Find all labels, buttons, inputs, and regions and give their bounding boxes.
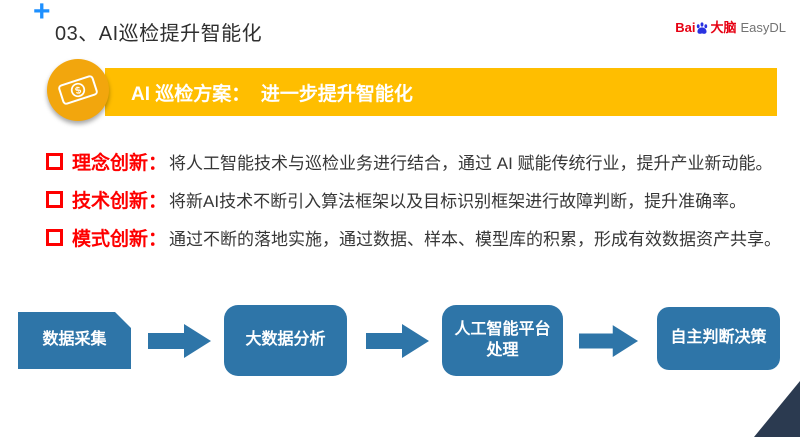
section-banner: AI 巡检方案： 进一步提升智能化 xyxy=(105,68,777,116)
flow-step-autonomous-decision: 自主判断决策 xyxy=(657,307,780,370)
flow-step-label: 数据采集 xyxy=(42,331,107,349)
bullet-label: 技术创新： xyxy=(72,191,168,212)
right-arrow-icon xyxy=(366,324,429,358)
dollar-glyph: $ xyxy=(74,85,83,97)
bullet-label: 理念创新： xyxy=(72,153,168,174)
flow-step-label: 大数据分析 xyxy=(245,331,326,349)
page-title: 03、AI巡检提升智能化 xyxy=(55,23,263,45)
flow-step-label: 自主判断决策 xyxy=(670,329,767,347)
bullet-text: 将新AI技术不断引入算法框架以及目标识别框架进行故障判断，提升准确率。 xyxy=(169,192,747,211)
money-banknote-icon: $ xyxy=(58,75,98,105)
corner-triangle-decoration xyxy=(754,381,800,437)
banner-circle-badge: $ xyxy=(47,59,109,121)
section-banner-title: AI 巡检方案： 进一步提升智能化 xyxy=(131,83,413,105)
baidu-easydl-logo: Bai 大脑 EasyDL xyxy=(675,21,786,35)
plus-icon: + xyxy=(33,0,51,28)
baidu-paw-icon xyxy=(695,21,709,35)
bullet-row-concept: 理念创新： 将人工智能技术与巡检业务进行结合，通过 AI 赋能传统行业，提升产业… xyxy=(46,148,773,175)
bullet-row-technology: 技术创新： 将新AI技术不断引入算法框架以及目标识别框架进行故障判断，提升准确率… xyxy=(46,186,746,213)
right-arrow-icon xyxy=(579,325,639,357)
flow-step-big-data-analysis: 大数据分析 xyxy=(224,305,347,376)
logo-brain-text: 大脑 xyxy=(710,20,737,35)
red-square-bullet-icon xyxy=(46,191,63,208)
flow-step-data-collection: 数据采集 xyxy=(18,312,131,369)
bullet-text: 将人工智能技术与巡检业务进行结合，通过 AI 赋能传统行业，提升产业新动能。 xyxy=(169,154,773,173)
red-square-bullet-icon xyxy=(46,153,63,170)
bullet-row-model: 模式创新： 通过不断的落地实施，通过数据、样本、模型库的积累，形成有效数据资产共… xyxy=(46,224,781,251)
flow-step-label: 人工智能平台处理 xyxy=(454,320,551,359)
logo-bai-text: Bai xyxy=(675,20,696,35)
bullet-text: 通过不断的落地实施，通过数据、样本、模型库的积累，形成有效数据资产共享。 xyxy=(169,230,782,249)
bullet-label: 模式创新： xyxy=(72,229,168,250)
right-arrow-icon xyxy=(148,324,211,358)
red-square-bullet-icon xyxy=(46,229,63,246)
logo-easydl-text: EasyDL xyxy=(740,20,786,35)
flow-step-ai-platform-processing: 人工智能平台处理 xyxy=(442,305,563,376)
